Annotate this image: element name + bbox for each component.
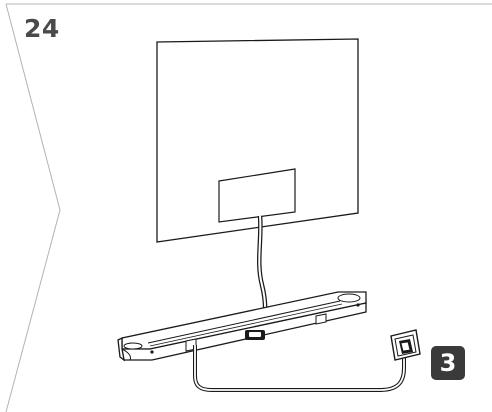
power-cable-inner xyxy=(194,345,405,391)
tv-connector-panel xyxy=(218,168,296,223)
power-cable xyxy=(193,345,406,392)
step-number-badge: 3 xyxy=(431,346,465,380)
page-number: 24 xyxy=(24,14,60,43)
page-border xyxy=(5,3,492,412)
hdmi-connector xyxy=(245,330,265,340)
soundbar-icon xyxy=(117,291,367,362)
power-plug-icon xyxy=(399,339,413,354)
tv-icon xyxy=(156,38,359,243)
